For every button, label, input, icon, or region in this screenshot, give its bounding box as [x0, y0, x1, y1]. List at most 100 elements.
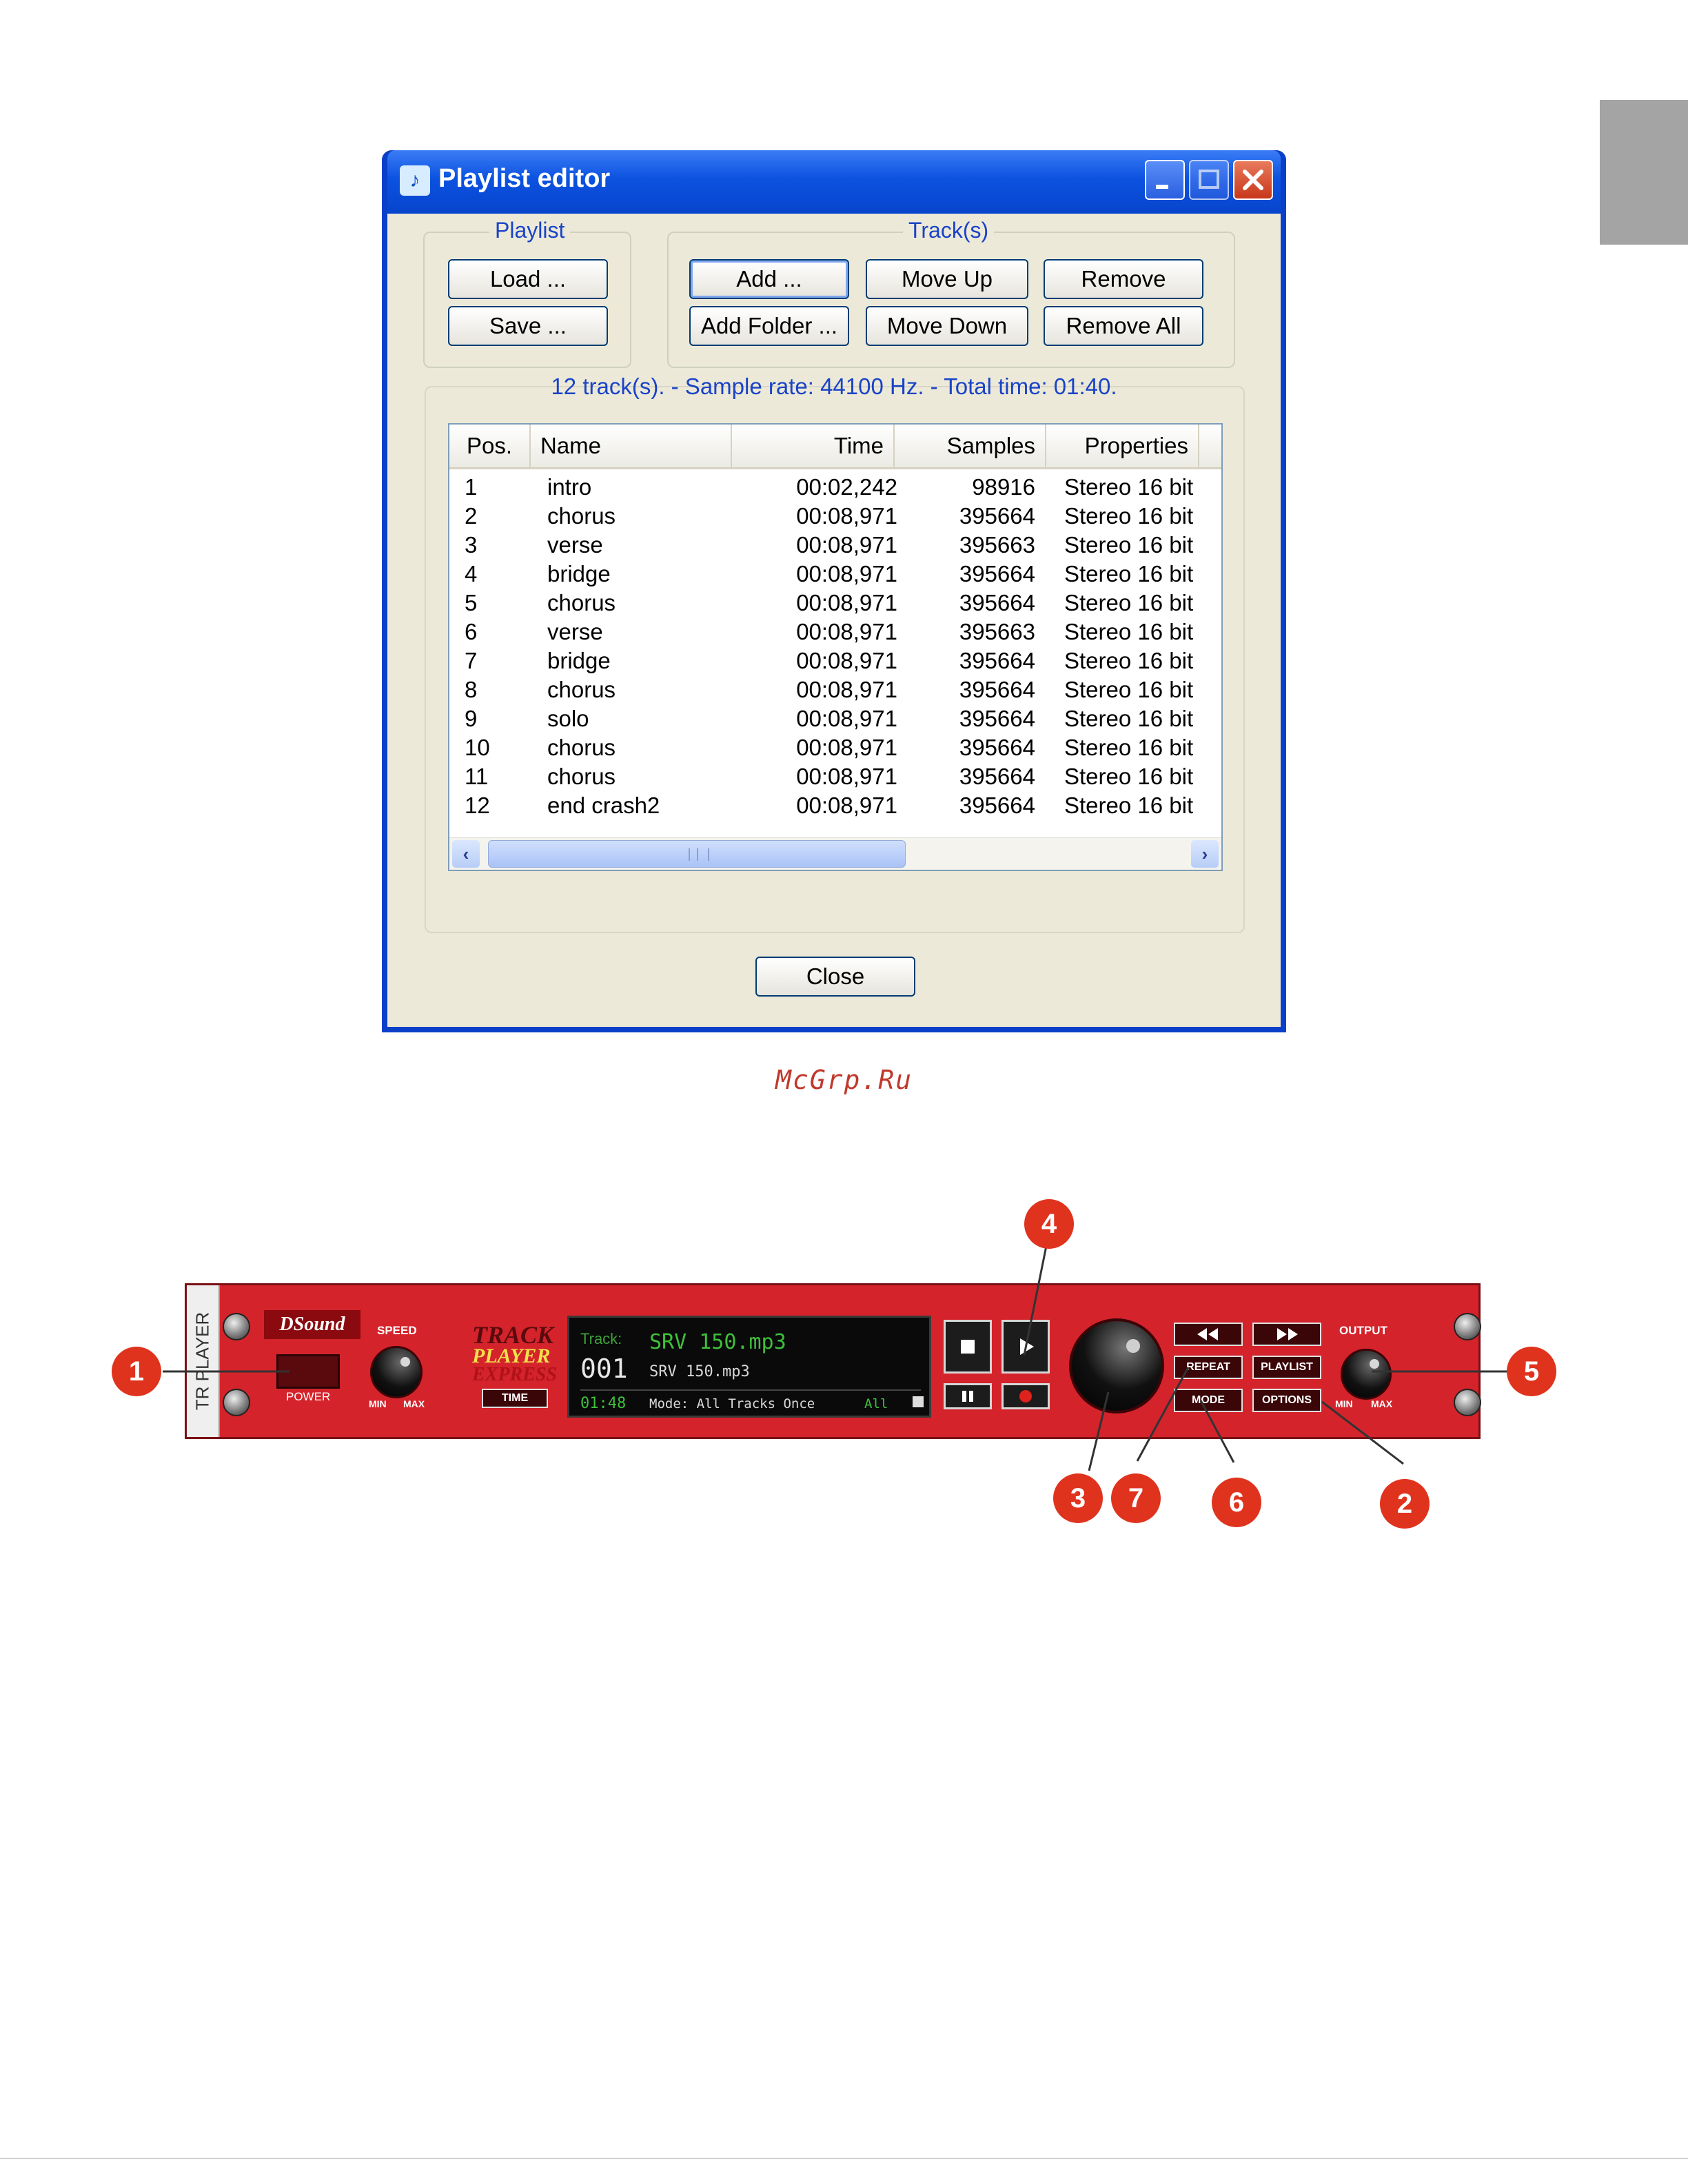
cell-name: chorus — [547, 735, 616, 760]
mode-button[interactable]: MODE — [1174, 1389, 1243, 1412]
cell-time: 00:08,971 — [796, 735, 897, 760]
logo-express: EXPRESS — [472, 1364, 557, 1385]
cell-time: 00:08,971 — [796, 648, 897, 673]
cell-time: 00:02,242 — [796, 474, 897, 500]
jog-wheel[interactable] — [1069, 1318, 1164, 1414]
cell-samples: 395663 — [959, 619, 1035, 644]
move-up-button[interactable]: Move Up — [866, 259, 1028, 299]
column-samples[interactable]: Samples — [895, 425, 1046, 467]
cell-name: solo — [547, 706, 589, 731]
cell-samples: 395664 — [959, 590, 1035, 615]
speed-label: SPEED — [377, 1324, 417, 1337]
add-folder-button[interactable]: Add Folder ... — [689, 306, 849, 346]
cell-name: verse — [547, 619, 603, 644]
column-properties[interactable]: Properties — [1046, 425, 1199, 467]
watermark: McGrp.Ru — [775, 1065, 913, 1095]
play-icon — [1020, 1338, 1034, 1355]
output-min-label: MIN — [1335, 1398, 1353, 1409]
cell-pos: 4 — [465, 561, 478, 586]
scroll-left-button[interactable]: ‹ — [452, 840, 480, 868]
display-title: SRV 150.mp3 — [649, 1330, 786, 1354]
display-indicator-icon — [913, 1396, 924, 1407]
playlist-group-title: Playlist — [489, 218, 571, 243]
save-button[interactable]: Save ... — [448, 306, 608, 346]
fast-forward-button[interactable] — [1252, 1323, 1321, 1346]
cell-pos: 8 — [465, 677, 478, 702]
cell-samples: 395664 — [959, 764, 1035, 789]
cell-pos: 10 — [465, 735, 490, 760]
logo-track: TRACK — [472, 1321, 554, 1349]
close-button[interactable]: Close — [755, 957, 915, 997]
cell-samples: 395664 — [959, 793, 1035, 818]
title-bar[interactable]: ♪ Playlist editor — [387, 150, 1281, 214]
list-header: Pos. Name Time Samples Properties — [449, 425, 1221, 469]
minimize-button[interactable] — [1145, 160, 1185, 200]
window-title: Playlist editor — [438, 164, 611, 193]
column-name[interactable]: Name — [531, 425, 732, 467]
output-max-label: MAX — [1371, 1398, 1393, 1409]
horizontal-scrollbar[interactable]: ‹ › — [449, 837, 1221, 870]
callout-7: 7 — [1111, 1473, 1161, 1523]
record-button[interactable] — [1001, 1383, 1050, 1409]
cell-pos: 1 — [465, 474, 478, 500]
cell-props: Stereo 16 bit — [1064, 677, 1194, 702]
cell-time: 00:08,971 — [796, 503, 897, 529]
cell-pos: 12 — [465, 793, 490, 818]
rewind-icon — [1197, 1328, 1218, 1340]
remove-button[interactable]: Remove — [1044, 259, 1203, 299]
display-divider — [580, 1389, 921, 1391]
cell-name: chorus — [547, 677, 616, 702]
display-mode: Mode: All Tracks Once — [649, 1396, 815, 1411]
output-knob[interactable] — [1341, 1349, 1392, 1400]
close-icon — [1243, 170, 1263, 190]
callout-2: 2 — [1380, 1479, 1430, 1529]
playlist-button[interactable]: PLAYLIST — [1252, 1356, 1321, 1379]
column-time[interactable]: Time — [732, 425, 895, 467]
remove-all-button[interactable]: Remove All — [1044, 306, 1203, 346]
tracklist-group — [425, 386, 1245, 933]
maximize-button[interactable] — [1189, 160, 1229, 200]
callout-3: 3 — [1053, 1473, 1103, 1523]
cell-props: Stereo 16 bit — [1064, 648, 1194, 673]
display-elapsed: 01:48 — [580, 1395, 627, 1412]
playlist-group: Playlist Load ... Save ... — [423, 218, 631, 368]
cell-props: Stereo 16 bit — [1064, 474, 1194, 500]
scroll-thumb[interactable] — [488, 840, 906, 868]
scroll-right-button[interactable]: › — [1191, 840, 1219, 868]
cell-name: verse — [547, 532, 603, 558]
cell-time: 00:08,971 — [796, 561, 897, 586]
repeat-button[interactable]: REPEAT — [1174, 1356, 1243, 1379]
pause-button[interactable] — [944, 1383, 992, 1409]
cell-pos: 6 — [465, 619, 478, 644]
column-pos[interactable]: Pos. — [449, 425, 531, 467]
stop-button[interactable] — [944, 1320, 992, 1374]
page-footer-rule — [0, 2158, 1688, 2159]
speed-knob[interactable] — [370, 1346, 423, 1398]
load-button[interactable]: Load ... — [448, 259, 608, 299]
cell-name: end crash2 — [547, 793, 660, 818]
speed-min-label: MIN — [369, 1398, 387, 1409]
close-window-button[interactable] — [1233, 160, 1273, 200]
move-down-button[interactable]: Move Down — [866, 306, 1028, 346]
time-button[interactable]: TIME — [482, 1389, 548, 1408]
add-button[interactable]: Add ... — [689, 259, 849, 299]
options-button[interactable]: OPTIONS — [1252, 1389, 1321, 1412]
cell-props: Stereo 16 bit — [1064, 735, 1194, 760]
power-label: POWER — [286, 1390, 331, 1403]
cell-time: 00:08,971 — [796, 764, 897, 789]
minimize-icon — [1156, 185, 1168, 189]
rewind-button[interactable] — [1174, 1323, 1243, 1346]
